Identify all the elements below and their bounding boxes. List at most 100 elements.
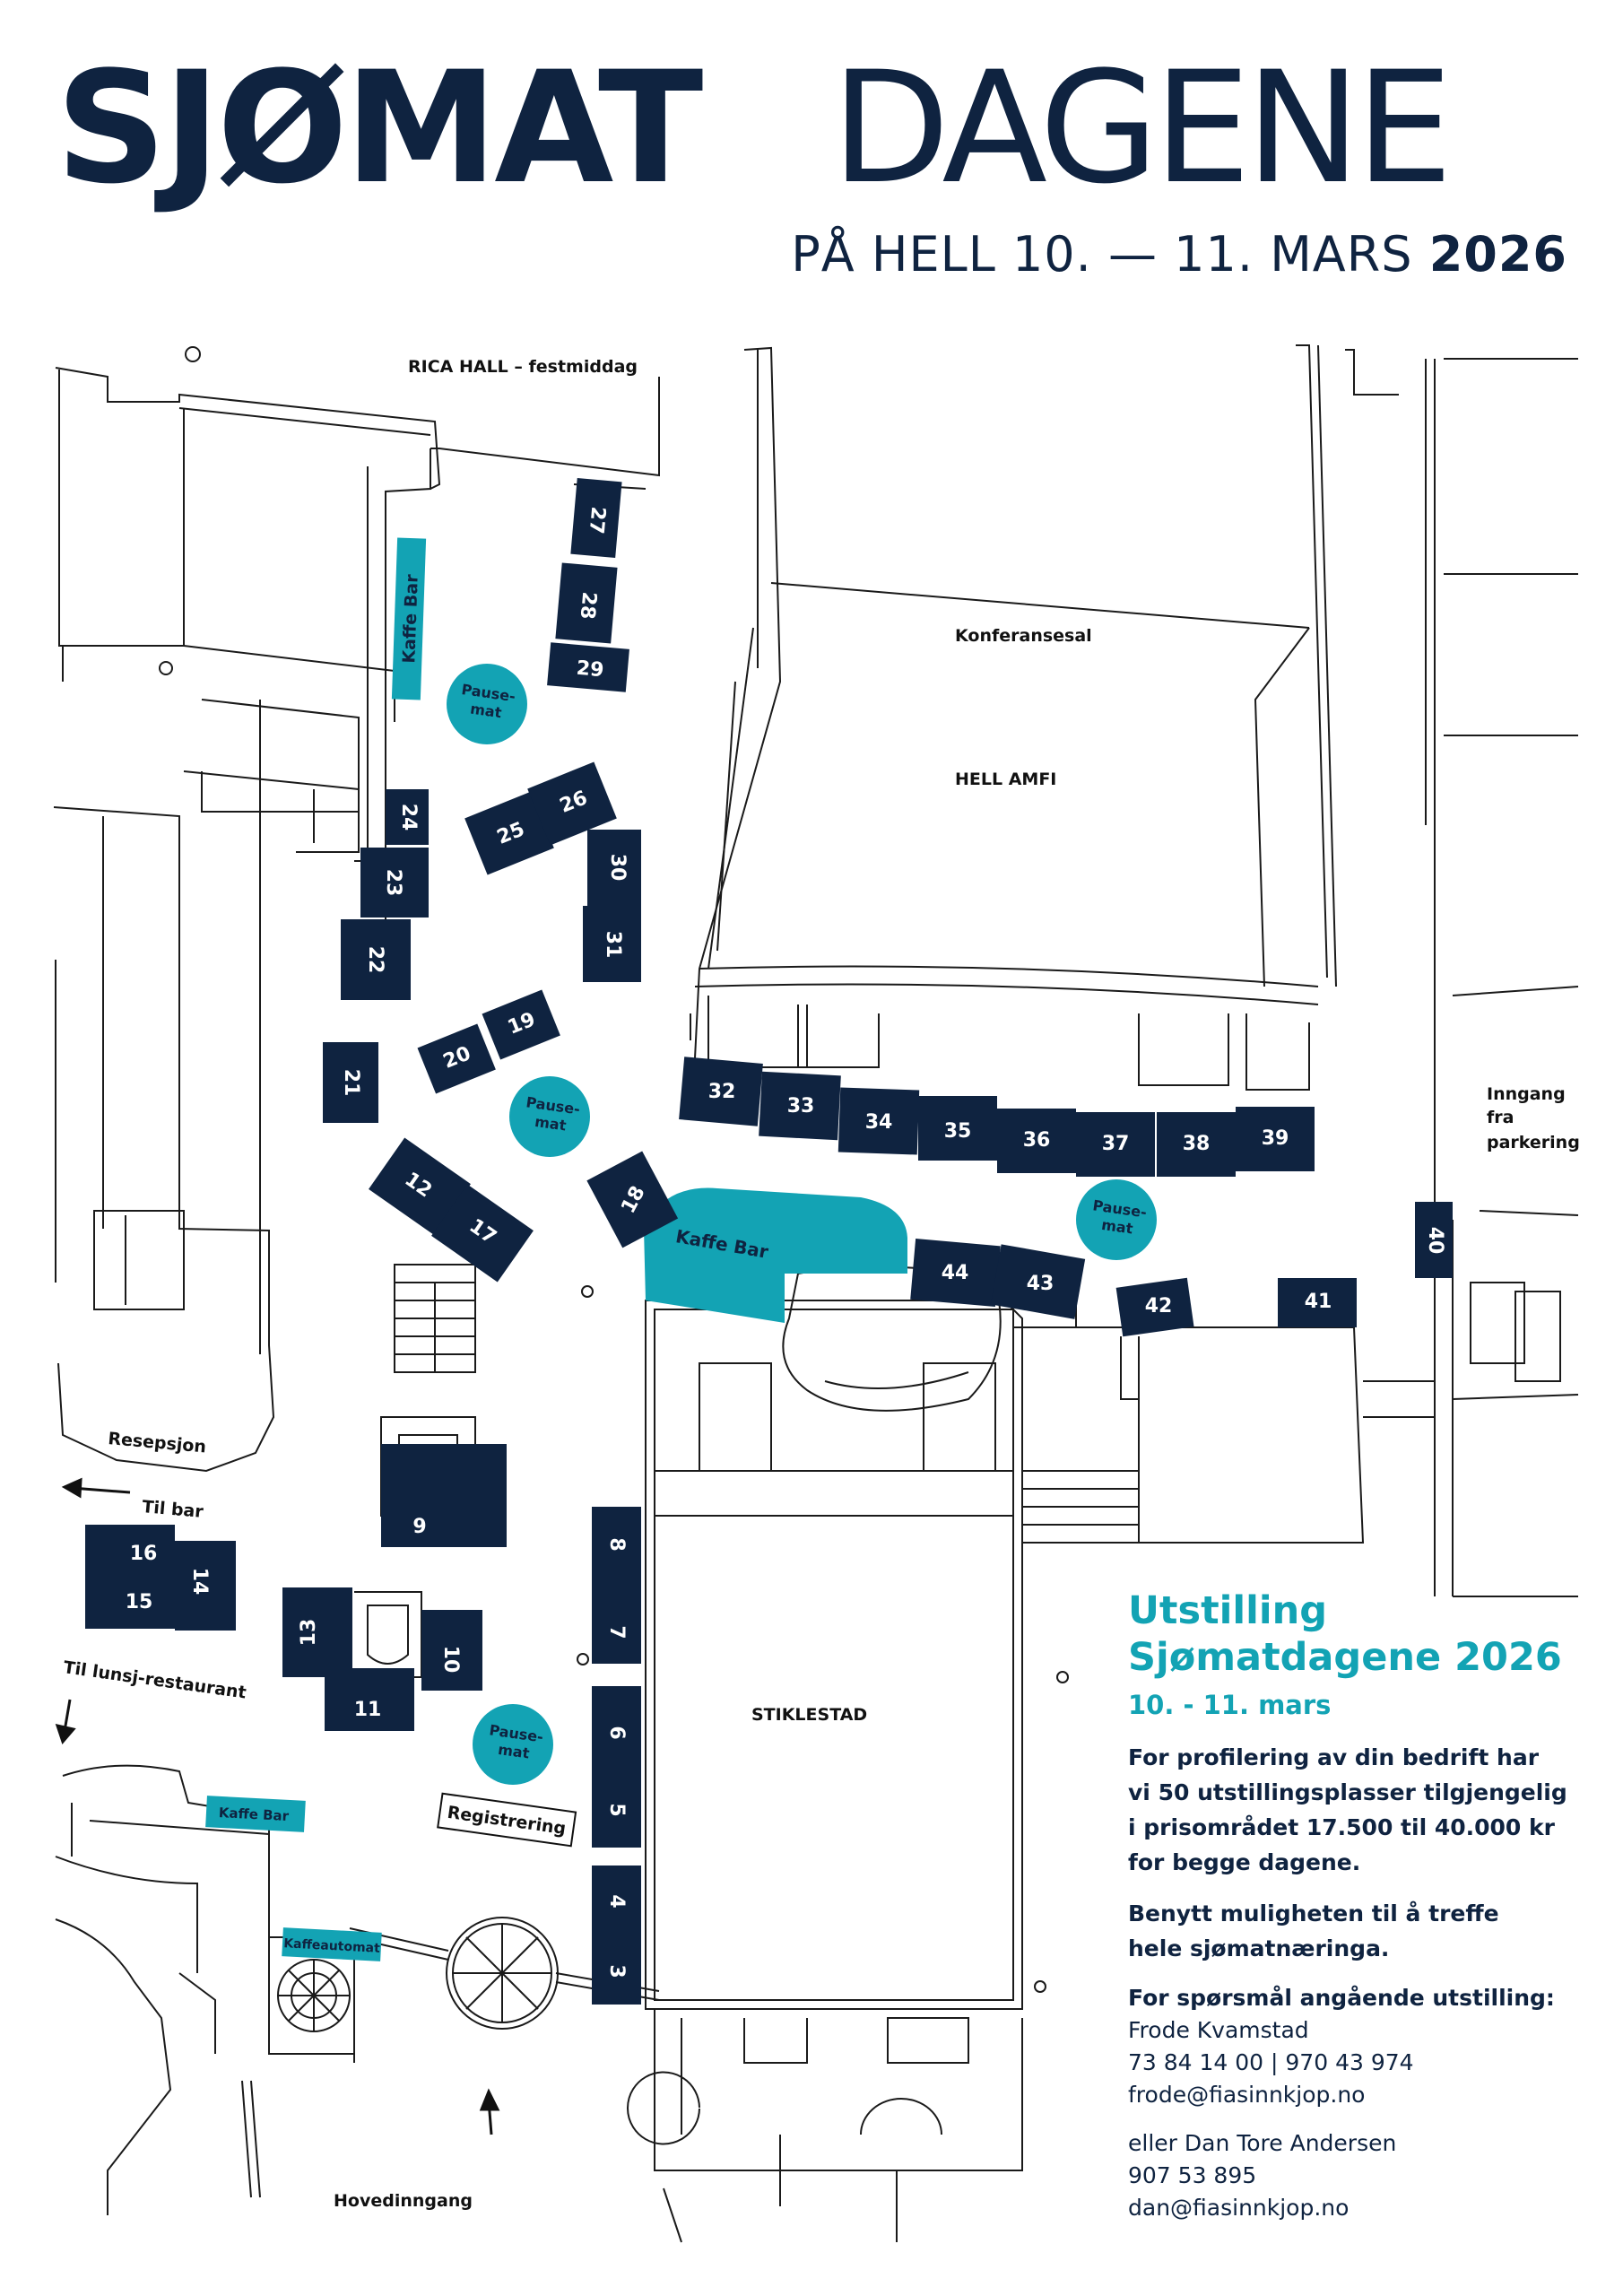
booth-5[interactable]: 5 <box>605 1803 628 1816</box>
event-title: SJØMAT DAGENE <box>56 43 1580 213</box>
booth-30[interactable]: 30 <box>606 854 629 882</box>
contact-heading: For spørsmål angående utstilling: <box>1128 1985 1555 2011</box>
booth-42-box <box>1115 1277 1194 1337</box>
booth-40[interactable]: 40 <box>1424 1227 1446 1255</box>
booth-36[interactable]: 36 <box>1023 1129 1051 1152</box>
kaffe-bar-label-bottom: Kaffe Bar <box>218 1804 290 1823</box>
label-til-lunsj: Til lunsj-restaurant <box>62 1657 247 1702</box>
pausemat-circle-4 <box>473 1704 553 1785</box>
booth-11-box <box>325 1668 414 1731</box>
registrering-desk: Registrering <box>437 1792 577 1848</box>
pausemat-circle-2 <box>509 1076 590 1157</box>
arrow-til-bar-head <box>61 1477 82 1499</box>
booth-34-box <box>838 1087 920 1155</box>
label-stiklestad: STIKLESTAD <box>751 1705 867 1725</box>
booth-18-box <box>586 1151 679 1248</box>
info-para-1-line: for begge dagene. <box>1128 1849 1361 1875</box>
booth-28-box <box>555 562 618 644</box>
booth-15[interactable]: 15 <box>126 1591 153 1613</box>
booth-21-box <box>323 1042 378 1123</box>
booth-4-box <box>592 1866 641 1937</box>
pausemat-circles <box>447 664 1157 1785</box>
booth-38-box <box>1157 1112 1236 1177</box>
booth-5-box <box>592 1767 641 1848</box>
booth-27[interactable]: 27 <box>585 506 610 535</box>
booth-35[interactable]: 35 <box>944 1120 972 1143</box>
arrow-hovedinngang-head <box>479 2088 500 2111</box>
booth-13-box <box>282 1587 352 1677</box>
floor-plan-map: 27 28 29 24 23 22 21 25 26 30 31 20 19 1… <box>53 344 1580 2243</box>
booth-3[interactable]: 3 <box>605 1964 628 1978</box>
booth-39[interactable]: 39 <box>1262 1127 1289 1150</box>
booth-16-box <box>85 1525 175 1577</box>
contact1-phone[interactable]: 73 84 14 00 | 970 43 974 <box>1128 2049 1414 2075</box>
kaffe-bar-bottom <box>205 1796 306 1832</box>
kaffe-bar-middle <box>644 1187 907 1323</box>
subtitle-text: PÅ HELL 10. — 11. MARS <box>791 226 1413 283</box>
booth-7[interactable]: 7 <box>605 1625 628 1639</box>
label-rica-hall: RICA HALL – festmiddag <box>408 357 638 377</box>
info-para-2-line: hele sjømatnæringa. <box>1128 1935 1390 1961</box>
booth-12-box <box>369 1137 471 1236</box>
booth-13[interactable]: 13 <box>298 1619 320 1647</box>
walls <box>53 344 1579 2243</box>
booth-40-box <box>1415 1202 1453 1278</box>
booth-16[interactable]: 16 <box>130 1543 158 1565</box>
contact2-email[interactable]: dan@fiasinnkjop.no <box>1128 2195 1350 2221</box>
booth-22[interactable]: 22 <box>364 946 386 974</box>
info-para-1-line: vi 50 utstillingsplasser tilgjengelig <box>1128 1779 1567 1805</box>
title-bold: SJØMAT <box>56 38 703 218</box>
booth-14[interactable]: 14 <box>188 1568 211 1596</box>
booth-11[interactable]: 11 <box>354 1699 382 1721</box>
booth-34[interactable]: 34 <box>865 1111 893 1134</box>
booth-24[interactable]: 24 <box>397 804 420 831</box>
booth-43[interactable]: 43 <box>1027 1273 1055 1295</box>
info-para-1: For profilering av din bedrift har vi 50… <box>1128 1740 1594 1880</box>
contact2-phone[interactable]: 907 53 895 <box>1128 2162 1257 2188</box>
arrow-til-lunsj <box>63 1699 72 1732</box>
booth-42[interactable]: 42 <box>1145 1295 1173 1318</box>
info-para-2: Benytt muligheten til å treffe hele sjøm… <box>1128 1896 1594 1966</box>
booth-32[interactable]: 32 <box>708 1081 736 1103</box>
contact1-email[interactable]: frode@fiasinnkjop.no <box>1128 2082 1366 2108</box>
booth-37-box <box>1076 1112 1155 1177</box>
booth-29-box <box>547 642 629 692</box>
contact2-name: eller Dan Tore Andersen <box>1128 2130 1397 2156</box>
label-til-bar: Til bar <box>142 1497 205 1522</box>
booth-32-box <box>679 1057 763 1126</box>
info-para-1-line: For profilering av din bedrift har <box>1128 1744 1540 1770</box>
booth-37[interactable]: 37 <box>1102 1133 1130 1155</box>
booth-4[interactable]: 4 <box>605 1894 628 1908</box>
label-inngang: Inngang <box>1487 1084 1566 1104</box>
booth-10[interactable]: 10 <box>439 1646 462 1674</box>
booth-44[interactable]: 44 <box>942 1262 969 1284</box>
subtitle-year: 2026 <box>1428 226 1567 283</box>
kaffe-bar-label-top: Kaffe Bar <box>399 573 421 663</box>
event-subtitle: PÅ HELL 10. — 11. MARS 2026 <box>791 226 1567 283</box>
pausemat-circle-1 <box>447 664 527 744</box>
booth-7-box <box>592 1583 641 1664</box>
booth-21[interactable]: 21 <box>340 1069 362 1097</box>
title-light: DAGENE <box>831 38 1453 218</box>
booth-33[interactable]: 33 <box>787 1095 815 1118</box>
pausemat-circle-3 <box>1076 1179 1157 1260</box>
direction-arrows <box>55 1477 500 2135</box>
booth-41[interactable]: 41 <box>1305 1291 1332 1313</box>
info-heading-line2: Sjømatdagene 2026 <box>1128 1635 1562 1680</box>
booth-26-box <box>527 761 617 846</box>
kaffe-bar-zones <box>205 537 907 1961</box>
booth-31[interactable]: 31 <box>602 931 624 959</box>
booth-3-box <box>592 1937 641 2005</box>
booth-10-box <box>421 1610 482 1691</box>
booth-9[interactable]: 9 <box>412 1516 426 1538</box>
booth-38[interactable]: 38 <box>1183 1133 1211 1155</box>
booth-23[interactable]: 23 <box>382 869 404 897</box>
booth-39-box <box>1236 1107 1315 1171</box>
booth-29[interactable]: 29 <box>576 657 605 683</box>
booth-8[interactable]: 8 <box>605 1537 628 1551</box>
booth-28[interactable]: 28 <box>576 591 601 621</box>
booth-22-box <box>341 919 411 1000</box>
booth-6[interactable]: 6 <box>605 1726 628 1739</box>
booth-19-box <box>482 989 560 1060</box>
info-para-1-line: i prisområdet 17.500 til 40.000 kr <box>1128 1814 1555 1840</box>
